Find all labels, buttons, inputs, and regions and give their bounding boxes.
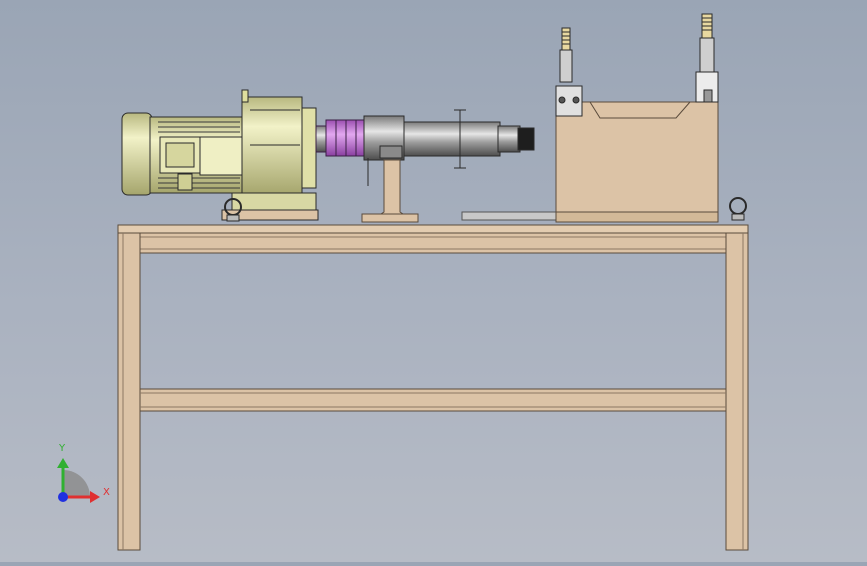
- reference-triad[interactable]: [57, 458, 100, 503]
- spindle-assembly: [363, 109, 535, 186]
- electric-motor: [121, 89, 319, 221]
- axis-label-x: X: [103, 487, 110, 498]
- fixture-box: [555, 101, 719, 223]
- table-top-beam: [117, 232, 749, 254]
- table-leg-right: [725, 232, 749, 551]
- gearbox: [241, 96, 303, 196]
- table-top-plate: [117, 224, 749, 234]
- lifting-eye-right: [729, 197, 747, 221]
- guide-rail: [461, 211, 559, 221]
- table-frame: [117, 224, 749, 551]
- lifting-eye-left: [224, 198, 242, 222]
- spline-end: [517, 127, 535, 151]
- shaft-coupling: [315, 119, 367, 157]
- toggle-clamp-left: [555, 27, 583, 117]
- table-lower-beam: [139, 388, 727, 412]
- bearing-support: [361, 159, 419, 223]
- toggle-clamp-right: [695, 13, 719, 103]
- table-leg-left: [117, 232, 141, 551]
- axis-label-y: Y: [59, 443, 66, 454]
